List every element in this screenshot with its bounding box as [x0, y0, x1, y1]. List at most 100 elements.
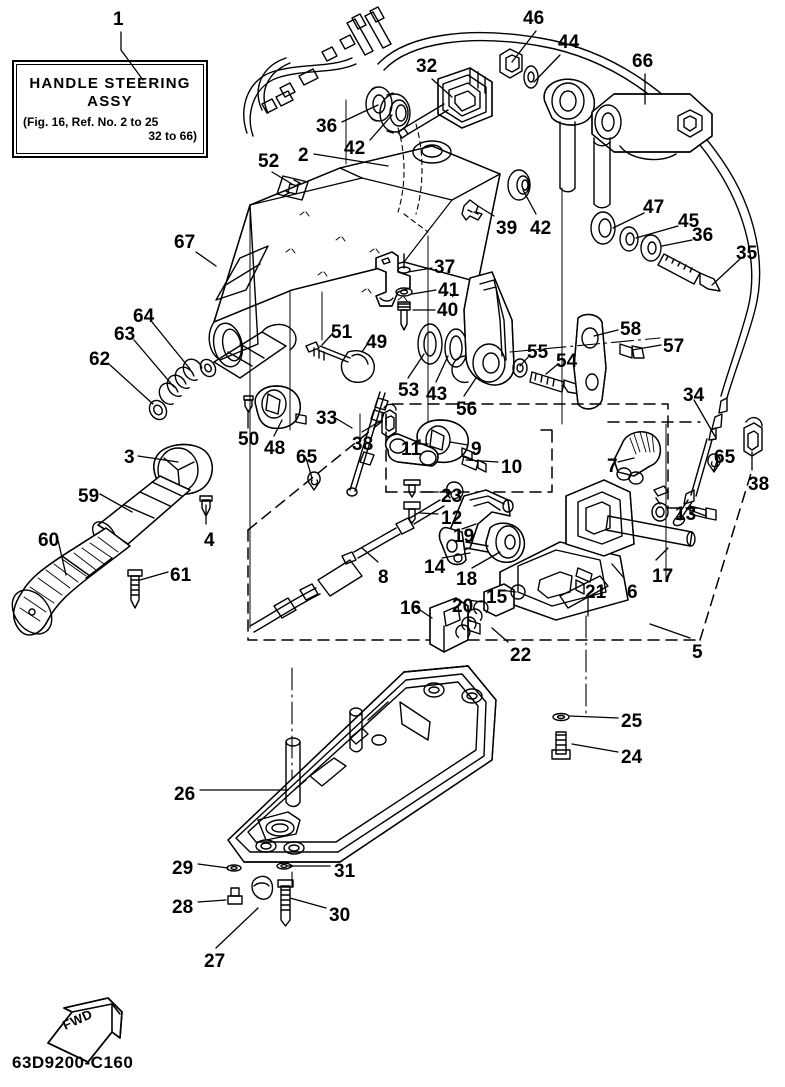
leader-line-56 [464, 378, 476, 396]
title-block: HANDLE STEERING ASSY (Fig. 16, Ref. No. … [12, 60, 208, 158]
fwd-direction-label: FWD [60, 1006, 95, 1033]
leader-line-67 [196, 252, 216, 266]
part-48-bushing-block [244, 386, 306, 428]
callout-39: 39 [496, 218, 518, 239]
callout-5: 5 [692, 642, 703, 663]
leader-line-6 [612, 564, 624, 578]
leader-line-46 [512, 31, 536, 62]
leader-line-42 [370, 115, 392, 140]
leader-line-57 [632, 345, 661, 350]
callout-20: 20 [452, 596, 474, 617]
title-reference-line-1: (Fig. 16, Ref. No. 2 to 25 [23, 115, 159, 129]
drawing-number: 63D9200-C160 [12, 1053, 134, 1072]
leader-line-17 [656, 548, 668, 560]
part-63-spring [156, 356, 207, 408]
title-line-1: HANDLE STEERING [29, 75, 191, 92]
control-cable-34 [378, 33, 760, 528]
callout-1: 1 [113, 9, 124, 30]
callout-3: 3 [124, 447, 135, 468]
part-32-cable-housing [398, 68, 492, 138]
callout-13: 13 [675, 504, 697, 525]
callout-31: 31 [334, 861, 356, 882]
fasteners-24-25 [552, 714, 570, 760]
leader-line-29 [198, 864, 228, 868]
callout-46: 46 [523, 8, 545, 29]
leader-line-52 [272, 172, 292, 184]
callout-43: 43 [426, 384, 448, 405]
callout-54: 54 [556, 351, 578, 372]
callout-37: 37 [434, 257, 456, 278]
leader-line-18 [472, 552, 500, 568]
nut-washer-group-46-44 [500, 49, 538, 88]
callout-24: 24 [621, 747, 643, 768]
callout-9: 9 [471, 439, 482, 460]
leader-line-30 [290, 898, 326, 908]
callout-6: 6 [627, 582, 638, 603]
callout-53: 53 [398, 380, 420, 401]
leader-line-58 [594, 330, 618, 336]
callout-26: 26 [174, 784, 196, 805]
callout-29: 29 [172, 858, 194, 879]
leader-line-45 [636, 226, 678, 238]
leader-line-25 [570, 716, 618, 718]
callout-14: 14 [424, 557, 446, 578]
callout-18: 18 [456, 569, 478, 590]
callout-21: 21 [585, 582, 607, 603]
center-lines [292, 338, 660, 886]
leader-line-63 [134, 340, 174, 387]
callout-2: 2 [298, 145, 309, 166]
part-67-plate [216, 246, 268, 300]
leader-line-8 [362, 548, 378, 562]
callout-55: 55 [527, 342, 549, 363]
leader-line-5 [650, 624, 690, 638]
callout-17: 17 [652, 566, 674, 587]
title-block-inner: HANDLE STEERING ASSY (Fig. 16, Ref. No. … [16, 64, 204, 154]
leader-line-64 [152, 322, 190, 369]
screws-23-12 [404, 480, 420, 523]
leader-line-62 [110, 365, 153, 404]
leader-line-7 [618, 458, 634, 462]
callout-19: 19 [453, 526, 475, 547]
leader-line-61 [140, 572, 168, 580]
callout-25: 25 [621, 711, 643, 732]
callout-50: 50 [238, 429, 260, 450]
callout-47: 47 [643, 197, 665, 218]
callout-63: 63 [114, 324, 136, 345]
leader-line-3 [138, 456, 178, 462]
leader-line-9 [450, 442, 468, 445]
part-7-bracket [614, 432, 660, 484]
callout-42: 42 [344, 138, 366, 159]
callout-44: 44 [558, 32, 580, 53]
leader-line-48 [274, 420, 282, 436]
leader-line-42 [523, 190, 536, 214]
callout-38: 38 [748, 474, 770, 495]
callout-61: 61 [170, 565, 192, 586]
leader-line-36 [342, 105, 378, 122]
spring-group-62-63-64 [146, 325, 296, 423]
callout-12: 12 [441, 508, 463, 529]
callout-4: 4 [204, 530, 215, 551]
grip-shaft-assembly [4, 445, 212, 642]
title-line-2: ASSY [87, 93, 133, 110]
leader-line-43 [436, 356, 448, 382]
callout-65: 65 [296, 447, 318, 468]
washers-53-43 [418, 324, 467, 367]
leader-line-36 [662, 240, 692, 246]
callout-60: 60 [38, 530, 60, 551]
callout-16: 16 [400, 598, 422, 619]
callout-42: 42 [530, 218, 552, 239]
leader-line-38 [362, 420, 382, 432]
callout-62: 62 [89, 349, 111, 370]
callout-56: 56 [456, 399, 478, 420]
leader-line-24 [572, 744, 618, 752]
callout-27: 27 [204, 951, 226, 972]
leader-line-39 [478, 206, 494, 216]
leader-line-53 [408, 354, 424, 378]
callout-30: 30 [329, 905, 351, 926]
leader-line-22 [492, 628, 508, 642]
leader-line-41 [412, 290, 436, 294]
leader-line-59 [100, 494, 132, 512]
